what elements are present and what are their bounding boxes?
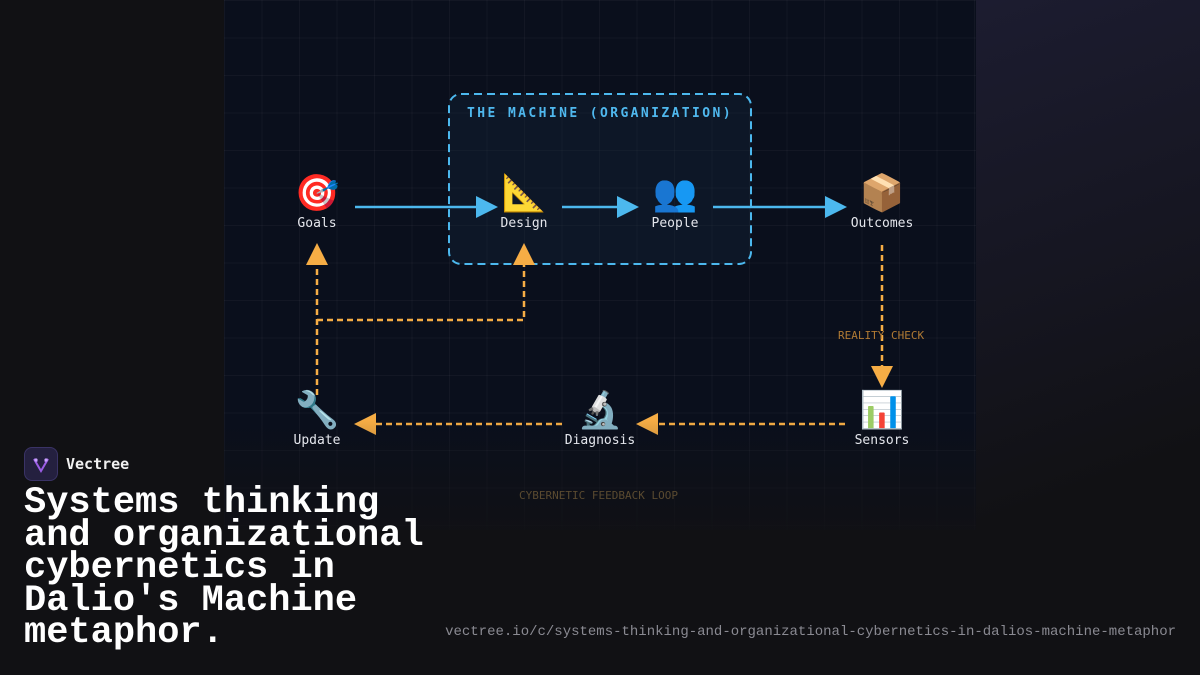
node-label: Outcomes xyxy=(850,216,914,231)
page-url[interactable]: vectree.io/c/systems-thinking-and-organi… xyxy=(445,624,1176,640)
brand: Vectree xyxy=(24,447,129,481)
bar-chart-icon: 📊 xyxy=(859,390,905,431)
target-icon: 🎯 xyxy=(294,173,340,214)
node-outcomes: 📦 Outcomes xyxy=(850,173,914,232)
arrowhead-sensors xyxy=(871,366,893,388)
reality-check-label: REALITY CHECK xyxy=(838,329,925,342)
machine-group-box xyxy=(448,93,752,265)
arrowhead-design xyxy=(476,196,498,218)
microscope-icon: 🔬 xyxy=(577,390,623,431)
node-label: People xyxy=(651,216,699,231)
arrowhead-outcomes xyxy=(825,196,847,218)
brand-name: Vectree xyxy=(66,455,130,473)
headline: Systems thinking and organizational cybe… xyxy=(24,482,424,654)
node-label: Diagnosis xyxy=(564,433,636,448)
vectree-logo-icon xyxy=(24,447,58,481)
panel-fade xyxy=(224,420,976,550)
background-gradient xyxy=(976,0,1200,675)
package-icon: 📦 xyxy=(859,173,905,214)
wrench-icon: 🔧 xyxy=(294,390,340,431)
node-update: 🔧 Update xyxy=(293,390,341,449)
node-people: 👥 People xyxy=(651,173,699,232)
triangle-ruler-icon: 📐 xyxy=(501,173,547,214)
node-label: Sensors xyxy=(854,433,910,448)
arrowhead-people xyxy=(617,196,639,218)
arrowhead-goals xyxy=(306,243,328,265)
node-label: Update xyxy=(293,433,341,448)
node-design: 📐 Design xyxy=(500,173,548,232)
node-diagnosis: 🔬 Diagnosis xyxy=(564,390,636,449)
node-label: Design xyxy=(500,216,548,231)
arrow-update-design xyxy=(317,265,526,322)
node-sensors: 📊 Sensors xyxy=(854,390,910,449)
machine-group-title: THE MACHINE (ORGANIZATION) xyxy=(467,106,733,121)
arrowhead-design-feedback xyxy=(513,243,535,265)
node-goals: 🎯 Goals xyxy=(294,173,340,232)
loop-caption: CYBERNETIC FEEDBACK LOOP xyxy=(519,489,678,502)
node-label: Goals xyxy=(297,216,337,231)
people-icon: 👥 xyxy=(652,173,698,214)
